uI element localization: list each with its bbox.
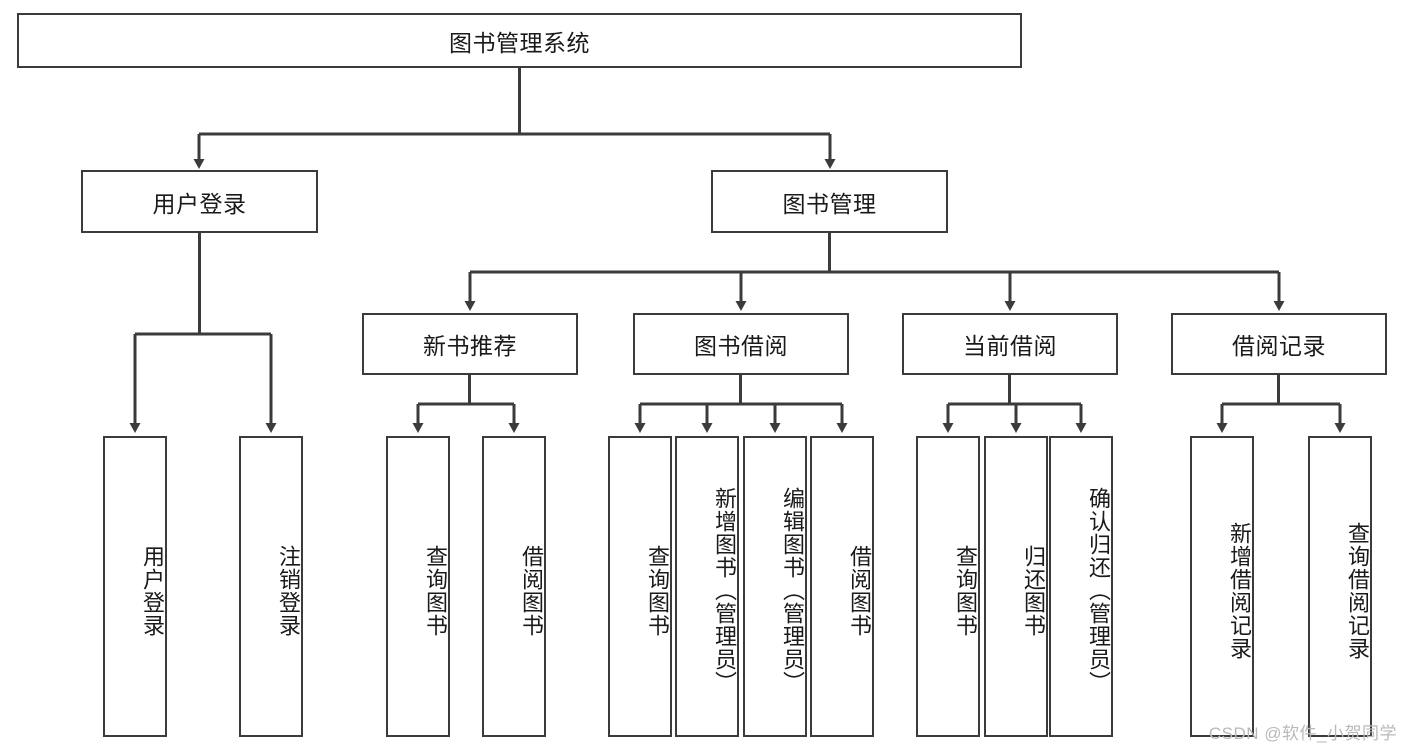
node-book-management[interactable]: 图书管理 [711,170,948,233]
leaf-return-book[interactable]: 归还图书 [984,436,1048,737]
node-label: 借阅记录 [1232,333,1326,359]
node-label: 用户登录 [140,544,165,637]
leaf-user-login[interactable]: 用户登录 [103,436,167,737]
node-borrow-record[interactable]: 借阅记录 [1171,313,1387,375]
node-new-book-recommend[interactable]: 新书推荐 [362,313,578,375]
leaf-borrow-book-1[interactable]: 借阅图书 [482,436,546,737]
node-label: 图书借阅 [694,333,788,359]
node-user-login[interactable]: 用户登录 [81,170,318,233]
leaf-query-book-3[interactable]: 查询图书 [916,436,980,737]
leaf-add-book[interactable]: 新增图书（管理员） [675,436,739,737]
node-label: 注销登录 [276,544,301,637]
leaf-query-record[interactable]: 查询借阅记录 [1308,436,1372,737]
node-label: 图书管理系统 [449,29,590,56]
leaf-borrow-book-2[interactable]: 借阅图书 [810,436,874,737]
node-label: 新增借阅记录 [1227,521,1252,660]
node-label: 查询借阅记录 [1345,521,1370,660]
node-label: 编辑图书（管理员） [780,487,805,694]
node-label: 借阅图书 [519,544,544,637]
leaf-query-book-2[interactable]: 查询图书 [608,436,672,737]
node-label: 用户登录 [152,190,247,217]
node-label: 查询图书 [423,544,448,637]
node-label: 新书推荐 [423,333,517,359]
leaf-logout[interactable]: 注销登录 [239,436,303,737]
leaf-edit-book[interactable]: 编辑图书（管理员） [743,436,807,737]
node-label: 查询图书 [645,544,670,637]
node-label: 归还图书 [1021,544,1046,637]
node-label: 确认归还（管理员） [1086,487,1111,694]
leaf-query-book-1[interactable]: 查询图书 [386,436,450,737]
node-root[interactable]: 图书管理系统 [17,13,1022,68]
node-label: 查询图书 [953,544,978,637]
node-label: 新增图书（管理员） [712,487,737,694]
node-label: 图书管理 [782,190,877,217]
node-label: 借阅图书 [847,544,872,637]
node-book-borrow[interactable]: 图书借阅 [633,313,849,375]
node-label: 当前借阅 [963,333,1057,359]
leaf-confirm-return[interactable]: 确认归还（管理员） [1049,436,1113,737]
node-current-borrow[interactable]: 当前借阅 [902,313,1118,375]
leaf-add-record[interactable]: 新增借阅记录 [1190,436,1254,737]
watermark-text: CSDN @软件_小贺同学 [1208,724,1397,743]
